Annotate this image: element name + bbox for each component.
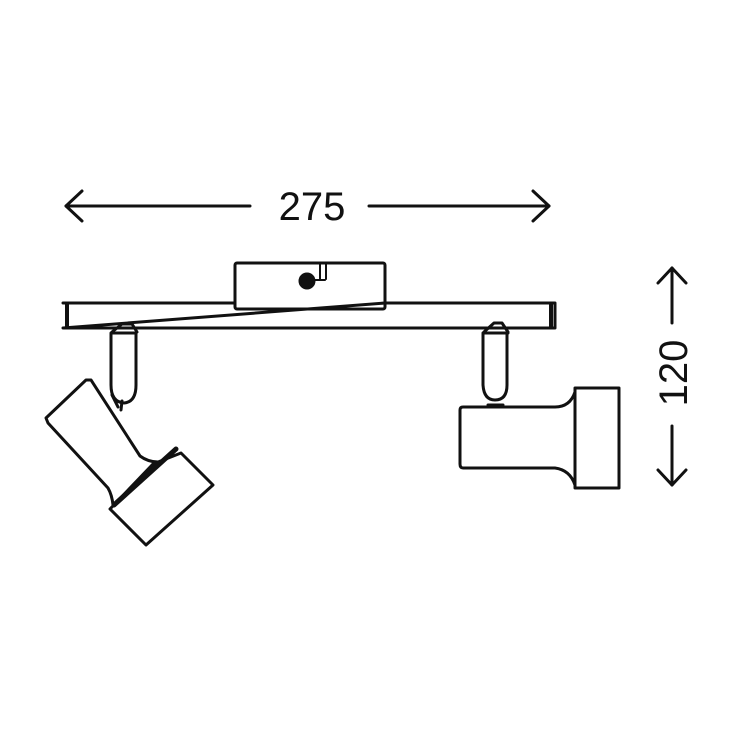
left-spot-head	[108, 451, 215, 547]
width-dimension	[64, 189, 551, 223]
left-stem-neck-b	[119, 399, 124, 412]
bar-outline	[61, 301, 557, 330]
right-spot-head	[573, 386, 621, 490]
arrow-right-icon	[531, 189, 551, 223]
arrow-up-icon	[656, 266, 688, 285]
left-spot-head-edge	[111, 446, 179, 508]
height-dimension-label: 120	[652, 340, 696, 407]
right-stem	[481, 331, 509, 402]
width-dimension-label: 275	[279, 185, 346, 229]
arrow-down-icon	[656, 468, 688, 487]
left-joint-cap	[110, 322, 139, 334]
right-spot-body	[458, 390, 577, 487]
spot-right	[458, 321, 621, 490]
right-joint-cap	[482, 321, 510, 334]
arrow-left-icon	[64, 189, 84, 223]
canopy	[233, 261, 387, 311]
mounting-bar	[61, 301, 557, 330]
left-stem	[109, 331, 138, 405]
left-spot-body	[44, 378, 160, 507]
spot-left	[44, 322, 215, 547]
height-dimension	[656, 266, 688, 487]
left-stem-neck-a	[110, 393, 120, 409]
